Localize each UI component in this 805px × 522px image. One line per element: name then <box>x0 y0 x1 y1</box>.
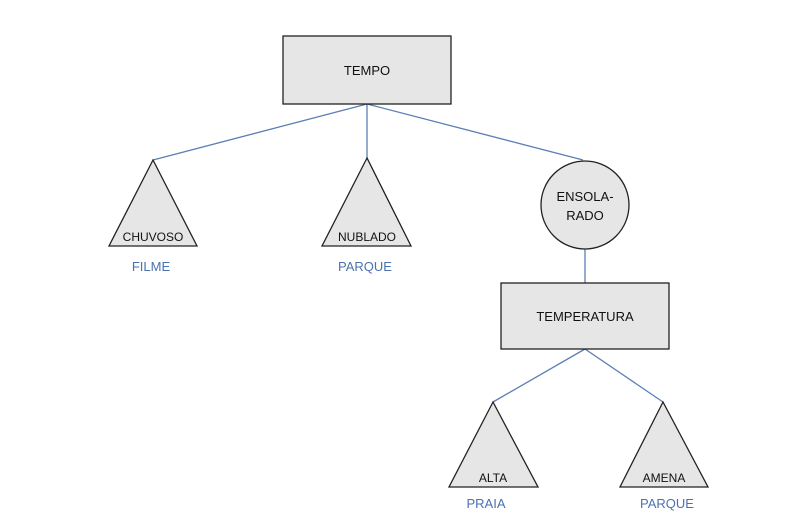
leaf-chuvoso-triangle <box>107 158 199 247</box>
leaf-chuvoso: CHUVOSO FILME <box>107 158 199 274</box>
node-temperatura-label: TEMPERATURA <box>536 309 634 324</box>
node-ensolarado-circle <box>540 160 630 250</box>
leaf-amena-label: AMENA <box>643 471 686 485</box>
leaf-nublado-triangle <box>320 156 413 247</box>
node-ensolarado: ENSOLA- RADO <box>540 160 630 250</box>
edge-tempo-ensolarado <box>366 103 584 161</box>
outcome-parque-1: PARQUE <box>338 259 392 274</box>
node-tempo: TEMPO <box>282 35 452 105</box>
node-tempo-box <box>282 35 452 105</box>
leaf-amena-triangle <box>618 400 710 488</box>
node-temperatura-box <box>500 282 670 350</box>
leaf-alta-triangle <box>447 400 540 488</box>
outcome-praia: PRAIA <box>466 496 505 511</box>
leaf-chuvoso-label: CHUVOSO <box>123 230 184 244</box>
outcome-parque-2: PARQUE <box>640 496 694 511</box>
leaf-nublado: NUBLADO PARQUE <box>320 156 413 274</box>
edge-tempo-chuvoso <box>152 103 368 161</box>
node-temperatura: TEMPERATURA <box>500 282 670 350</box>
leaf-nublado-label: NUBLADO <box>338 230 396 244</box>
edge-temperatura-amena <box>584 348 664 403</box>
node-ensolarado-line1: ENSOLA- <box>556 189 613 204</box>
node-tempo-label: TEMPO <box>344 63 390 78</box>
node-ensolarado-line2: RADO <box>566 208 604 223</box>
edge-temperatura-alta <box>492 348 586 403</box>
leaf-alta: ALTA PRAIA <box>447 400 540 511</box>
leaf-amena: AMENA PARQUE <box>618 400 710 511</box>
leaf-alta-label: ALTA <box>479 471 507 485</box>
outcome-filme: FILME <box>132 259 171 274</box>
edges <box>152 103 664 403</box>
